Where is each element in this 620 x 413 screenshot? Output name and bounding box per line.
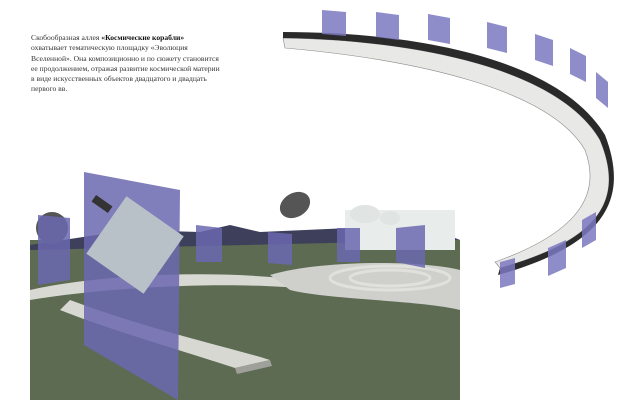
alley-plan-arc <box>282 10 614 288</box>
description-body: охватывает тематическую площадку «Эволюц… <box>31 43 220 94</box>
satellite-icon <box>86 194 184 294</box>
description-text: Скобообразная аллея «Космические корабли… <box>31 33 221 95</box>
alley-name: «Космические корабли» <box>101 33 185 42</box>
plan-panels <box>322 10 608 288</box>
description-prefix: Скобообразная аллея <box>31 33 102 42</box>
alley-render <box>30 165 460 400</box>
